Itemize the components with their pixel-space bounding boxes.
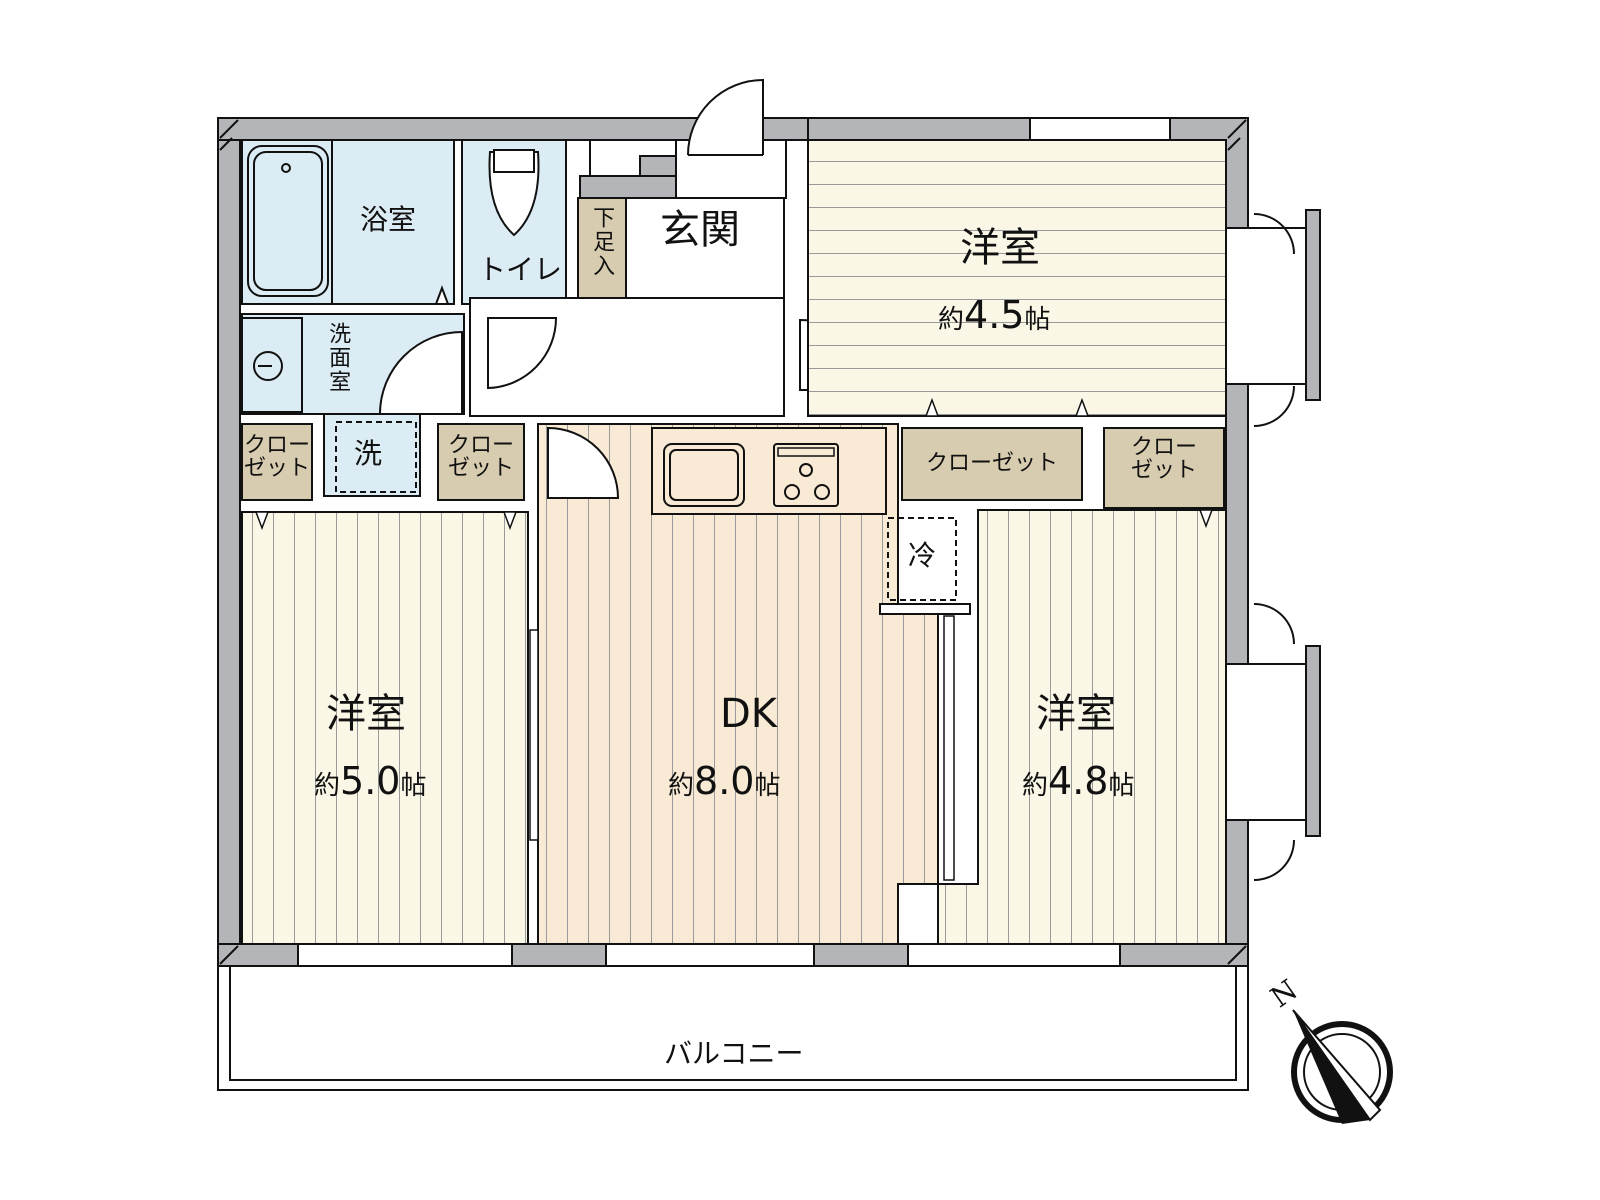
room-label-western-ne: 洋室 [960, 225, 1040, 271]
room-area-western-e: 約4.8帖 [1022, 759, 1135, 803]
compass-icon [1291, 1009, 1393, 1124]
washer-label: 洗 [354, 437, 383, 470]
room-label-bath: 浴室 [360, 203, 417, 236]
room-area-western-w: 約5.0帖 [314, 759, 427, 803]
bay-windows [1225, 209, 1321, 881]
room-label-western-w: 洋室 [326, 691, 406, 737]
fridge-label: 冷 [908, 539, 937, 572]
room-area-western-ne: 約4.5帖 [938, 293, 1051, 337]
room-label-shoe-box: 下足入 [589, 206, 615, 278]
closet-label-w2: クロー ゼット [447, 433, 514, 482]
wall-hatch [219, 119, 1247, 965]
room-label-western-e: 洋室 [1036, 691, 1116, 737]
room-area-dk: 約8.0帖 [668, 759, 781, 803]
room-label-entrance: 玄関 [660, 207, 740, 253]
room-label-dk: DK [720, 691, 778, 737]
room-label-balcony: バルコニー [664, 1037, 804, 1070]
closet-label-w1: クロー ゼット [243, 433, 310, 482]
closet-label-e: クロー ゼット [1130, 435, 1197, 484]
closet-label-main: クローゼット [925, 451, 1058, 476]
room-label-washroom: 洗面室 [325, 322, 351, 394]
room-label-toilet: トイレ [478, 253, 563, 286]
